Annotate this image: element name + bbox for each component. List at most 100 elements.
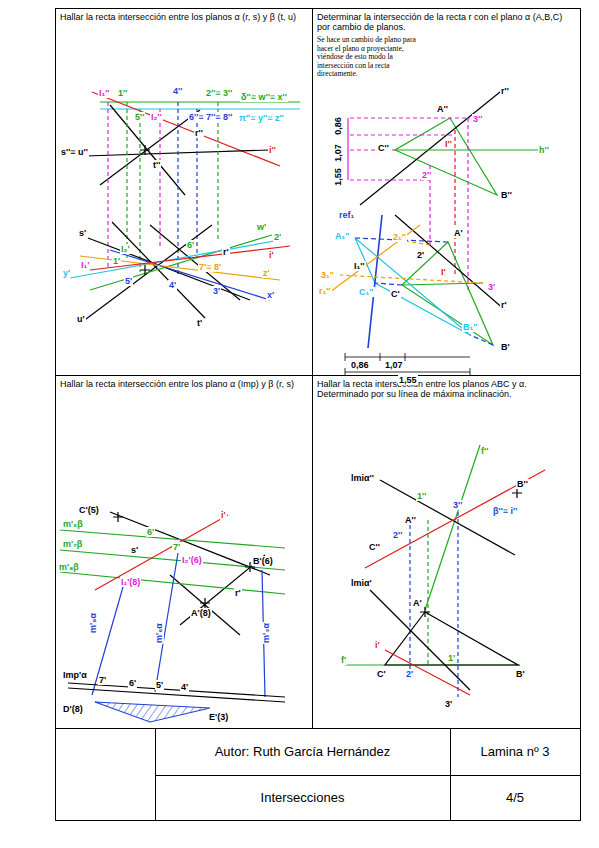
title-cell: Autor: Ruth García Hernández — [155, 728, 450, 775]
title-cell: Intersecciones — [155, 775, 450, 820]
point-label: β''≡ i'' — [492, 506, 518, 516]
point-label: δ''≡ w''≡ x'' — [240, 92, 288, 102]
point-label: I'' — [444, 139, 453, 149]
point-label: 1,55 — [398, 375, 418, 385]
point-label: 6''≡ 7''≡ 8'' — [188, 112, 233, 122]
point-label: 3' — [212, 286, 221, 296]
point-label: 7' — [172, 542, 181, 552]
point-label: C'(5) — [78, 505, 100, 515]
point-label: f' — [340, 655, 347, 665]
drawing-panel: Hallar la recta intersección entre los p… — [55, 375, 312, 728]
drawing-panel: Determinar la intersección de la recta r… — [312, 8, 580, 375]
point-label: r' — [234, 588, 242, 598]
point-label: y' — [62, 268, 71, 278]
point-label: A'' — [404, 515, 417, 525]
point-label: r'' — [194, 128, 204, 138]
panel-heading: Determinar la intersección de la recta r… — [312, 8, 578, 32]
title-text: Autor: Ruth García Hernández — [215, 744, 391, 759]
point-label: f'' — [480, 446, 489, 456]
title-cell: 4/5 — [450, 775, 580, 820]
point-label: m'₆α — [154, 622, 164, 644]
point-label: m'₃α — [261, 622, 271, 644]
point-label: C'' — [377, 143, 390, 153]
point-label: 0,86 — [350, 360, 370, 370]
point-label: 1'' — [117, 88, 128, 98]
point-label: C'' — [368, 542, 381, 552]
point-label: i' — [268, 250, 275, 260]
point-label: I₁'(8) — [120, 577, 141, 587]
point-label: 5'' — [134, 112, 145, 122]
point-label: I₁'' — [98, 88, 111, 98]
point-label: z' — [262, 268, 271, 278]
point-label: 6' — [146, 527, 155, 537]
panel-heading: Hallar la recta intersección entre los p… — [55, 8, 310, 22]
point-label: C' — [390, 289, 401, 299]
point-label: 7'≡ 8' — [198, 262, 222, 272]
point-label: 1,07 — [384, 360, 404, 370]
point-label: m'₈β — [58, 562, 80, 572]
point-label: r₁'' — [318, 286, 332, 296]
point-label: 2' — [405, 669, 414, 679]
point-label: i'' — [268, 145, 277, 155]
point-label: C' — [376, 669, 387, 679]
point-label: s''≡ u'' — [60, 147, 89, 157]
point-label: i' — [374, 640, 381, 650]
point-label: D'(8) — [62, 704, 84, 714]
point-label: s' — [130, 545, 139, 555]
title-cell: Lamina nº 3 — [450, 728, 580, 775]
point-label: 2₁'' — [392, 232, 407, 242]
point-label: 1' — [447, 653, 456, 663]
point-label: C₁'' — [358, 287, 375, 297]
point-label: 1,55 — [333, 167, 343, 187]
point-label: I₂'' — [150, 112, 163, 122]
point-label: I₁' — [80, 260, 90, 270]
point-label: 1,07 — [333, 143, 343, 163]
point-label: 3₁'' — [320, 270, 335, 280]
point-label: 4' — [168, 280, 177, 290]
point-label: lmiα' — [350, 578, 373, 588]
point-label: 3' — [444, 699, 453, 709]
point-label: 5' — [155, 680, 164, 690]
point-label: B'(6) — [252, 556, 274, 566]
point-label: r' — [222, 247, 230, 257]
point-label: lmiα'' — [350, 473, 375, 483]
point-label: 6' — [128, 678, 137, 688]
point-label: B₁'' — [462, 322, 479, 332]
point-label: A₁'' — [334, 231, 351, 241]
point-label: E'(3) — [208, 712, 229, 722]
point-label: 4'' — [172, 86, 183, 96]
drawing-panel: Hallar la recta intersección entre los p… — [312, 375, 580, 728]
point-label: B' — [515, 669, 526, 679]
point-label: I₁'' — [353, 261, 366, 271]
point-label: 1'' — [416, 491, 427, 501]
point-label: h'' — [538, 145, 550, 155]
point-label: A' — [453, 228, 464, 238]
point-label: 2''≡ 3'' — [205, 88, 233, 98]
point-label: 6' — [186, 240, 195, 250]
panel-heading: Hallar la recta intersección entre los p… — [312, 375, 578, 399]
point-label: 2' — [273, 232, 282, 242]
point-label: m'₅β — [62, 519, 84, 529]
point-label: 0,86 — [333, 116, 343, 136]
point-label: 5' — [124, 276, 133, 286]
point-label: Imp'α — [62, 670, 88, 680]
point-label: A'' — [436, 104, 449, 114]
point-label: 3'' — [452, 500, 463, 510]
panel-note: Se hace un cambio de plano para hacer el… — [312, 32, 422, 79]
point-label: I₂'(6) — [181, 555, 203, 565]
panel-heading: Hallar la recta intersección entre los p… — [55, 375, 310, 389]
point-label: w' — [256, 222, 267, 232]
title-text: Intersecciones — [261, 790, 345, 805]
point-label: ref₁ — [338, 210, 355, 220]
point-label: x' — [266, 290, 275, 300]
point-label: t' — [196, 318, 203, 328]
point-label: t'' — [152, 160, 161, 170]
point-label: s' — [78, 228, 87, 238]
point-label: 3'' — [472, 114, 483, 124]
title-text: 4/5 — [506, 790, 524, 805]
point-label: B' — [500, 342, 511, 352]
title-text: Lamina nº 3 — [480, 744, 549, 759]
point-label: 2'' — [421, 170, 432, 180]
point-label: 2' — [416, 250, 425, 260]
drawing-panel: Hallar la recta intersección entre los p… — [55, 8, 312, 375]
